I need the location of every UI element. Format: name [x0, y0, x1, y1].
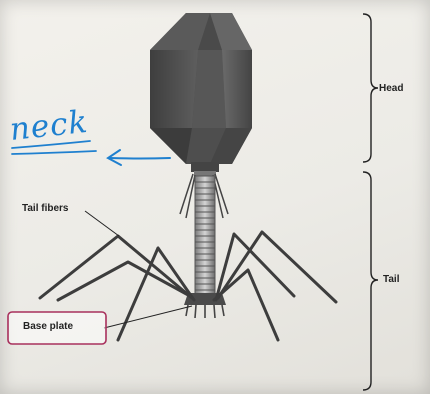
arrow-left-icon: [108, 150, 170, 165]
leader-lines: [85, 211, 192, 328]
tail-fibers-label: Tail fibers: [22, 203, 69, 214]
base-plate-label: Base plate: [23, 321, 73, 332]
tail-label: Tail: [383, 274, 399, 285]
tail-sheath: [195, 176, 215, 294]
head-bracket: [363, 14, 378, 162]
head-label: Head: [379, 83, 403, 94]
brackets: [363, 14, 378, 390]
tail-bracket: [363, 172, 378, 390]
capsid-head: [150, 13, 252, 164]
